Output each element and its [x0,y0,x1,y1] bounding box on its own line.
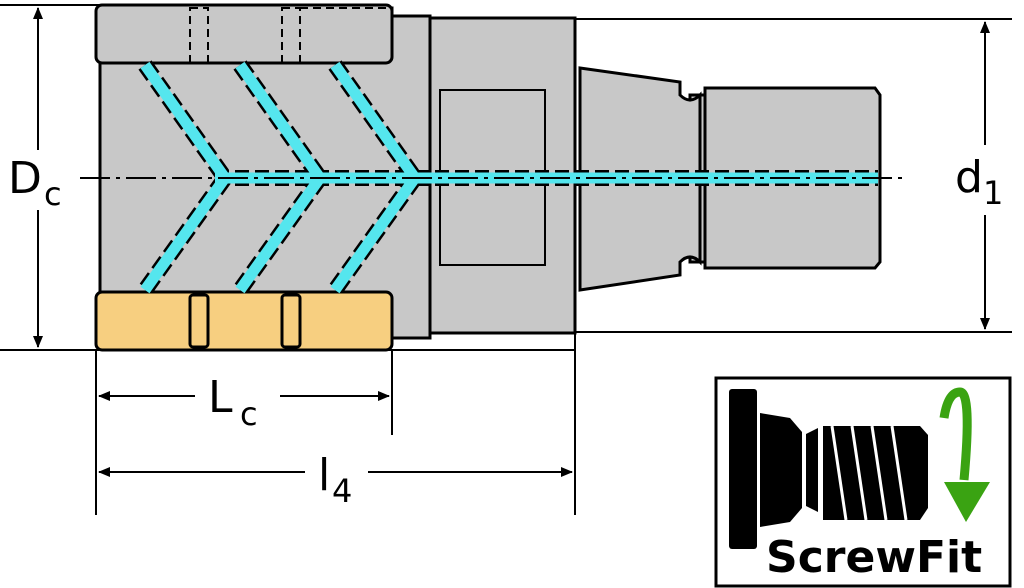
dimension-d1: d 1 [955,21,1003,330]
logo-text: ScrewFit [766,532,982,583]
dimension-l4: l 4 [98,450,573,510]
top-insert [94,3,394,65]
reference-lines [0,4,1012,515]
flange-icon [729,389,757,549]
rotate-arrow-icon [939,387,972,481]
screwfit-logo: ScrewFit [714,376,1012,588]
insert-slot [280,293,302,349]
lc-subscript: c [240,395,258,433]
dc-subscript: c [44,175,62,213]
cone-icon [760,413,802,527]
l4-label: l [318,450,330,501]
d1-subscript: 1 [983,174,1003,212]
dimension-dc: D c [8,6,62,348]
lc-label: L [208,372,233,423]
insert-slot [188,293,210,349]
dimension-lc: L c [98,372,390,433]
l4-subscript: 4 [332,472,352,510]
insert-pockets [189,7,392,64]
collar-recess [439,89,546,266]
d1-label: d [955,152,983,203]
arrow-head-icon [944,482,990,522]
bottom-insert [94,290,394,352]
dc-label: D [8,153,42,204]
coolant-channels [80,60,905,295]
